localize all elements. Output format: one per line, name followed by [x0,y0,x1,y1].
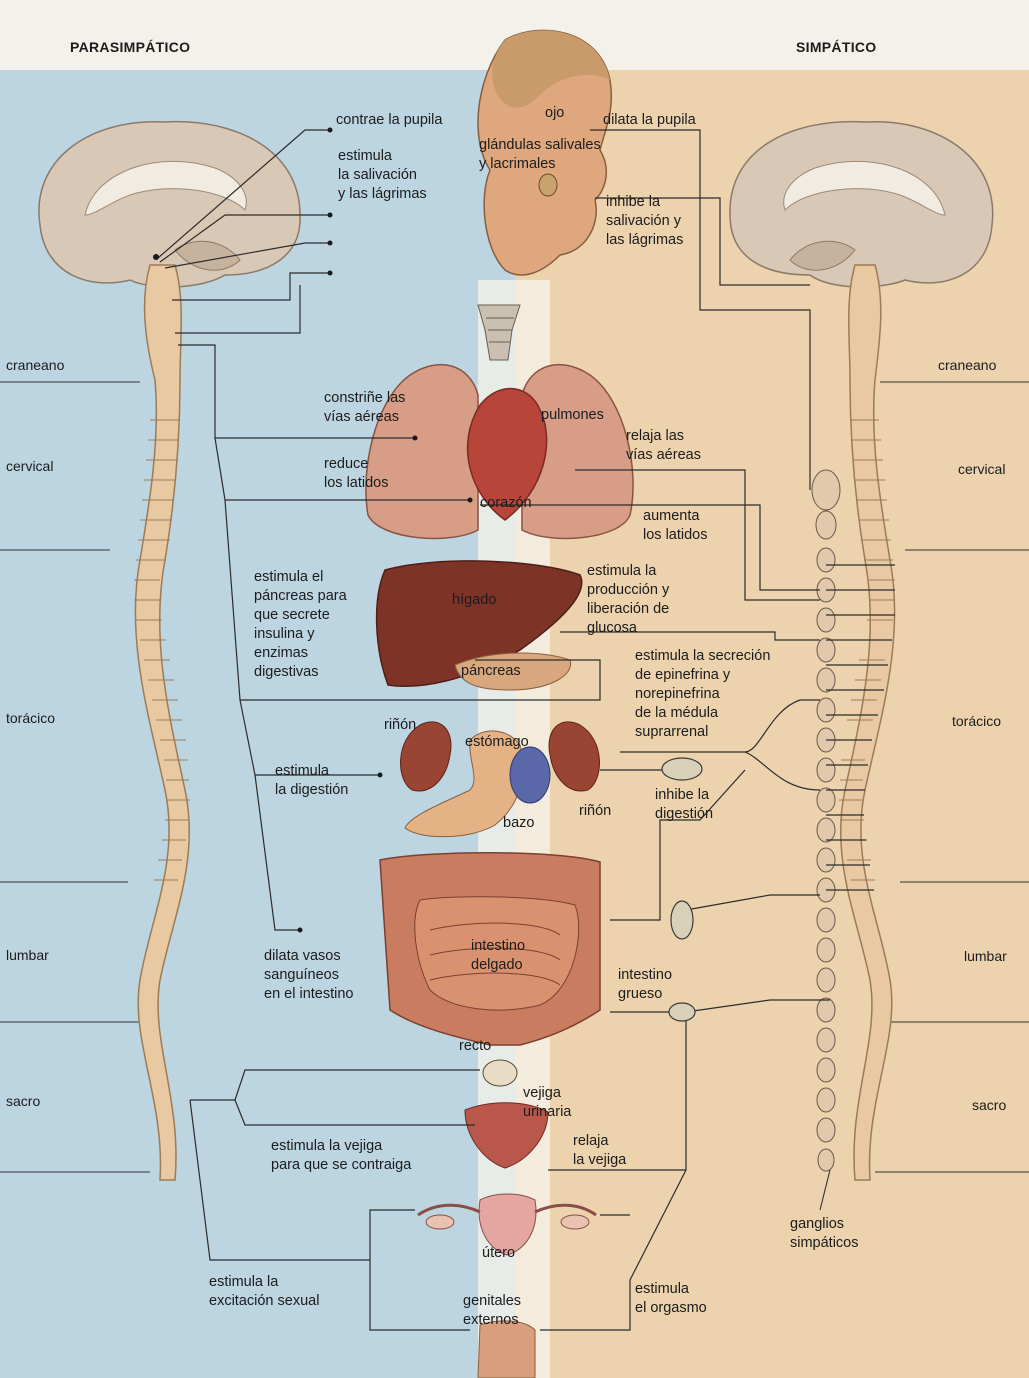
segment-label-left-sacro: sacro [6,1092,40,1111]
organ-label-intestino-delgado: intestino delgado [471,937,525,975]
symp-effect-vejiga: relaja la vejiga [573,1132,626,1170]
organ-label-ojo: ojo [545,104,564,123]
segment-label-left-toracico: torácico [6,709,55,728]
organ-label-genitales: genitales externos [463,1292,521,1330]
organ-label-estomago: estómago [465,733,529,752]
organ-label-bazo: bazo [503,814,534,833]
para-effect-salivacion: estimula la salivación y las lágrimas [338,147,427,204]
organ-label-rinon-right: riñón [579,802,611,821]
segment-label-right-lumbar: lumbar [964,947,1007,966]
organ-label-corazon: corazón [480,494,532,513]
right-brain-illustration [730,122,993,287]
symp-effect-latidos: aumenta los latidos [643,507,707,545]
organ-label-pulmones: pulmones [541,406,604,425]
symp-effect-epinefrina: estimula la secreción de epinefrina y no… [635,647,770,742]
segment-label-left-craneano: craneano [6,356,64,375]
symp-effect-salivacion: inhibe la salivación y las lágrimas [606,193,683,250]
para-effect-vasos: dilata vasos sanguíneos en el intestino [264,947,353,1004]
segment-label-right-toracico: torácico [952,712,1001,731]
organ-label-pancreas: páncreas [461,662,521,681]
symp-effect-digestion: inhibe la digestión [655,786,713,824]
para-effect-digestion: estimula la digestión [275,762,348,800]
organ-label-higado: hígado [452,591,496,610]
organ-label-utero: útero [482,1244,515,1263]
segment-label-right-cervical: cervical [958,460,1005,479]
segment-label-left-lumbar: lumbar [6,946,49,965]
spleen-illustration [510,747,550,803]
parasympathetic-title: PARASIMPÁTICO [70,38,190,57]
para-effect-latidos: reduce los latidos [324,455,388,493]
segment-label-right-sacro: sacro [972,1096,1006,1115]
symp-effect-pupila: dilata la pupila [603,111,696,130]
segment-label-right-craneano: craneano [938,356,996,375]
symp-effect-glucosa: estimula la producción y liberación de g… [587,562,669,638]
organ-label-vejiga: vejiga urinaria [523,1084,571,1122]
organ-label-intestino-grueso: intestino grueso [618,966,672,1004]
organ-label-recto: recto [459,1037,491,1056]
rectum-illustration [483,1060,517,1086]
para-effect-vias-aereas: constriñe las vías aéreas [324,389,405,427]
para-effect-pancreas: estimula el páncreas para que secrete in… [254,568,347,682]
symp-effect-orgasmo: estimula el orgasmo [635,1280,707,1318]
para-effect-pupila: contrae la pupila [336,111,442,130]
symp-label-ganglios: ganglios simpáticos [790,1215,859,1253]
segment-label-left-cervical: cervical [6,457,53,476]
symp-effect-vias-aereas: relaja las vías aéreas [626,427,701,465]
left-brain-illustration [39,122,300,287]
organ-label-glandulas: glándulas salivales y lacrimales [479,136,601,174]
sympathetic-title: SIMPÁTICO [796,38,876,57]
organ-label-rinon-left: riñón [384,716,416,735]
para-effect-sexual: estimula la excitación sexual [209,1273,319,1311]
para-effect-vejiga: estimula la vejiga para que se contraiga [271,1137,411,1175]
